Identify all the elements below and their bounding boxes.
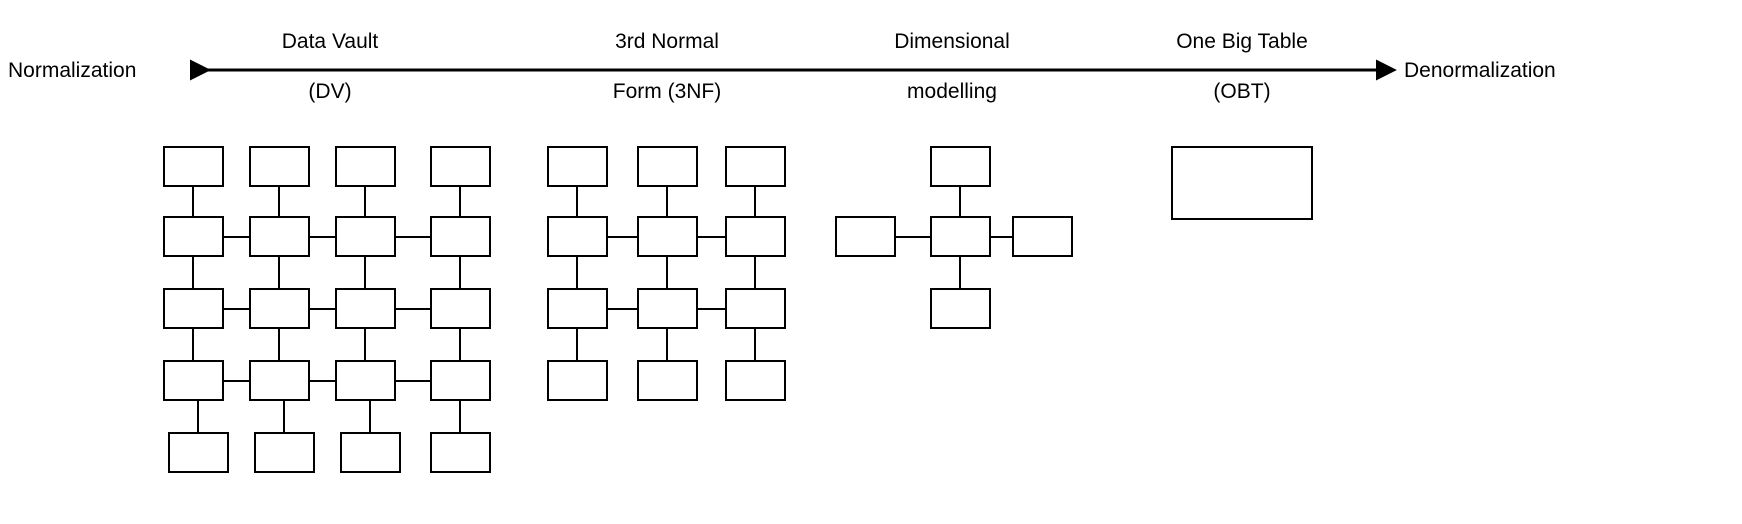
node-box (335, 288, 396, 329)
category-label-data-vault: Data Vault (DV) (210, 4, 450, 129)
node-box-dimension-left (835, 216, 896, 257)
axis-label-normalization: Normalization (8, 59, 137, 82)
category-label-line2: modelling (907, 80, 997, 103)
connector-vertical (192, 328, 194, 362)
category-label-line1: One Big Table (1176, 30, 1308, 53)
node-box-dimension-top (930, 146, 991, 187)
connector-horizontal (395, 380, 431, 382)
connector-vertical (278, 328, 280, 362)
connector-vertical (278, 256, 280, 290)
connector-vertical (364, 256, 366, 290)
connector-vertical (754, 256, 756, 290)
node-box (163, 360, 224, 401)
node-box (547, 146, 608, 187)
node-box (725, 360, 786, 401)
connector-vertical (959, 186, 961, 218)
node-box (335, 146, 396, 187)
connector-horizontal (309, 380, 336, 382)
node-box-dimension-right (1012, 216, 1073, 257)
connector-horizontal (895, 236, 932, 238)
connector-vertical (283, 400, 285, 434)
connector-horizontal (990, 236, 1014, 238)
node-box (430, 360, 491, 401)
connector-vertical (459, 400, 461, 434)
node-box (430, 432, 491, 473)
category-label-line2: (DV) (308, 80, 352, 103)
node-box (430, 146, 491, 187)
connector-vertical (576, 186, 578, 218)
connector-horizontal (395, 308, 431, 310)
node-box (637, 146, 698, 187)
connector-horizontal (223, 236, 250, 238)
node-box (249, 146, 310, 187)
axis-label-denormalization: Denormalization (1404, 59, 1556, 82)
node-box (249, 288, 310, 329)
node-box (340, 432, 401, 473)
node-box (725, 288, 786, 329)
node-box (637, 360, 698, 401)
node-box (254, 432, 315, 473)
node-box (430, 216, 491, 257)
connector-vertical (959, 256, 961, 290)
connector-vertical (197, 400, 199, 434)
connector-vertical (666, 186, 668, 218)
node-box (547, 288, 608, 329)
connector-vertical (192, 186, 194, 218)
connector-vertical (369, 400, 371, 434)
connector-vertical (754, 186, 756, 218)
connector-vertical (192, 256, 194, 290)
connector-vertical (666, 256, 668, 290)
connector-vertical (364, 328, 366, 362)
connector-horizontal (697, 308, 726, 310)
connector-vertical (459, 328, 461, 362)
category-label-one-big-table: One Big Table (OBT) (1122, 4, 1362, 129)
category-label-dimensional-modelling: Dimensional modelling (832, 4, 1072, 129)
node-box (163, 288, 224, 329)
category-label-line1: Data Vault (281, 30, 379, 53)
node-box (725, 146, 786, 187)
node-box-fact-table (930, 216, 991, 257)
category-label-line1: Dimensional (894, 30, 1010, 53)
node-box-dimension-bottom (930, 288, 991, 329)
connector-horizontal (223, 380, 250, 382)
connector-vertical (576, 256, 578, 290)
category-label-line2: Form (3NF) (612, 80, 722, 103)
connector-horizontal (607, 236, 638, 238)
node-box (168, 432, 229, 473)
node-box (725, 216, 786, 257)
category-label-third-normal-form: 3rd Normal Form (3NF) (547, 4, 787, 129)
connector-vertical (459, 186, 461, 218)
connector-horizontal (309, 308, 336, 310)
category-label-line2: (OBT) (1213, 80, 1271, 103)
node-box (637, 288, 698, 329)
connector-vertical (364, 186, 366, 218)
node-box (637, 216, 698, 257)
node-box (547, 216, 608, 257)
connector-horizontal (697, 236, 726, 238)
node-box (249, 360, 310, 401)
node-box (430, 288, 491, 329)
node-box (547, 360, 608, 401)
node-box (249, 216, 310, 257)
connector-vertical (666, 328, 668, 362)
connector-horizontal (395, 236, 431, 238)
category-label-line1: 3rd Normal (615, 30, 719, 53)
connector-horizontal (223, 308, 250, 310)
connector-vertical (754, 328, 756, 362)
connector-vertical (459, 256, 461, 290)
connector-horizontal (309, 236, 336, 238)
node-box (335, 216, 396, 257)
connector-vertical (278, 186, 280, 218)
node-box-one-big-table (1171, 146, 1313, 220)
node-box (335, 360, 396, 401)
connector-horizontal (607, 308, 638, 310)
connector-vertical (576, 328, 578, 362)
node-box (163, 146, 224, 187)
node-box (163, 216, 224, 257)
